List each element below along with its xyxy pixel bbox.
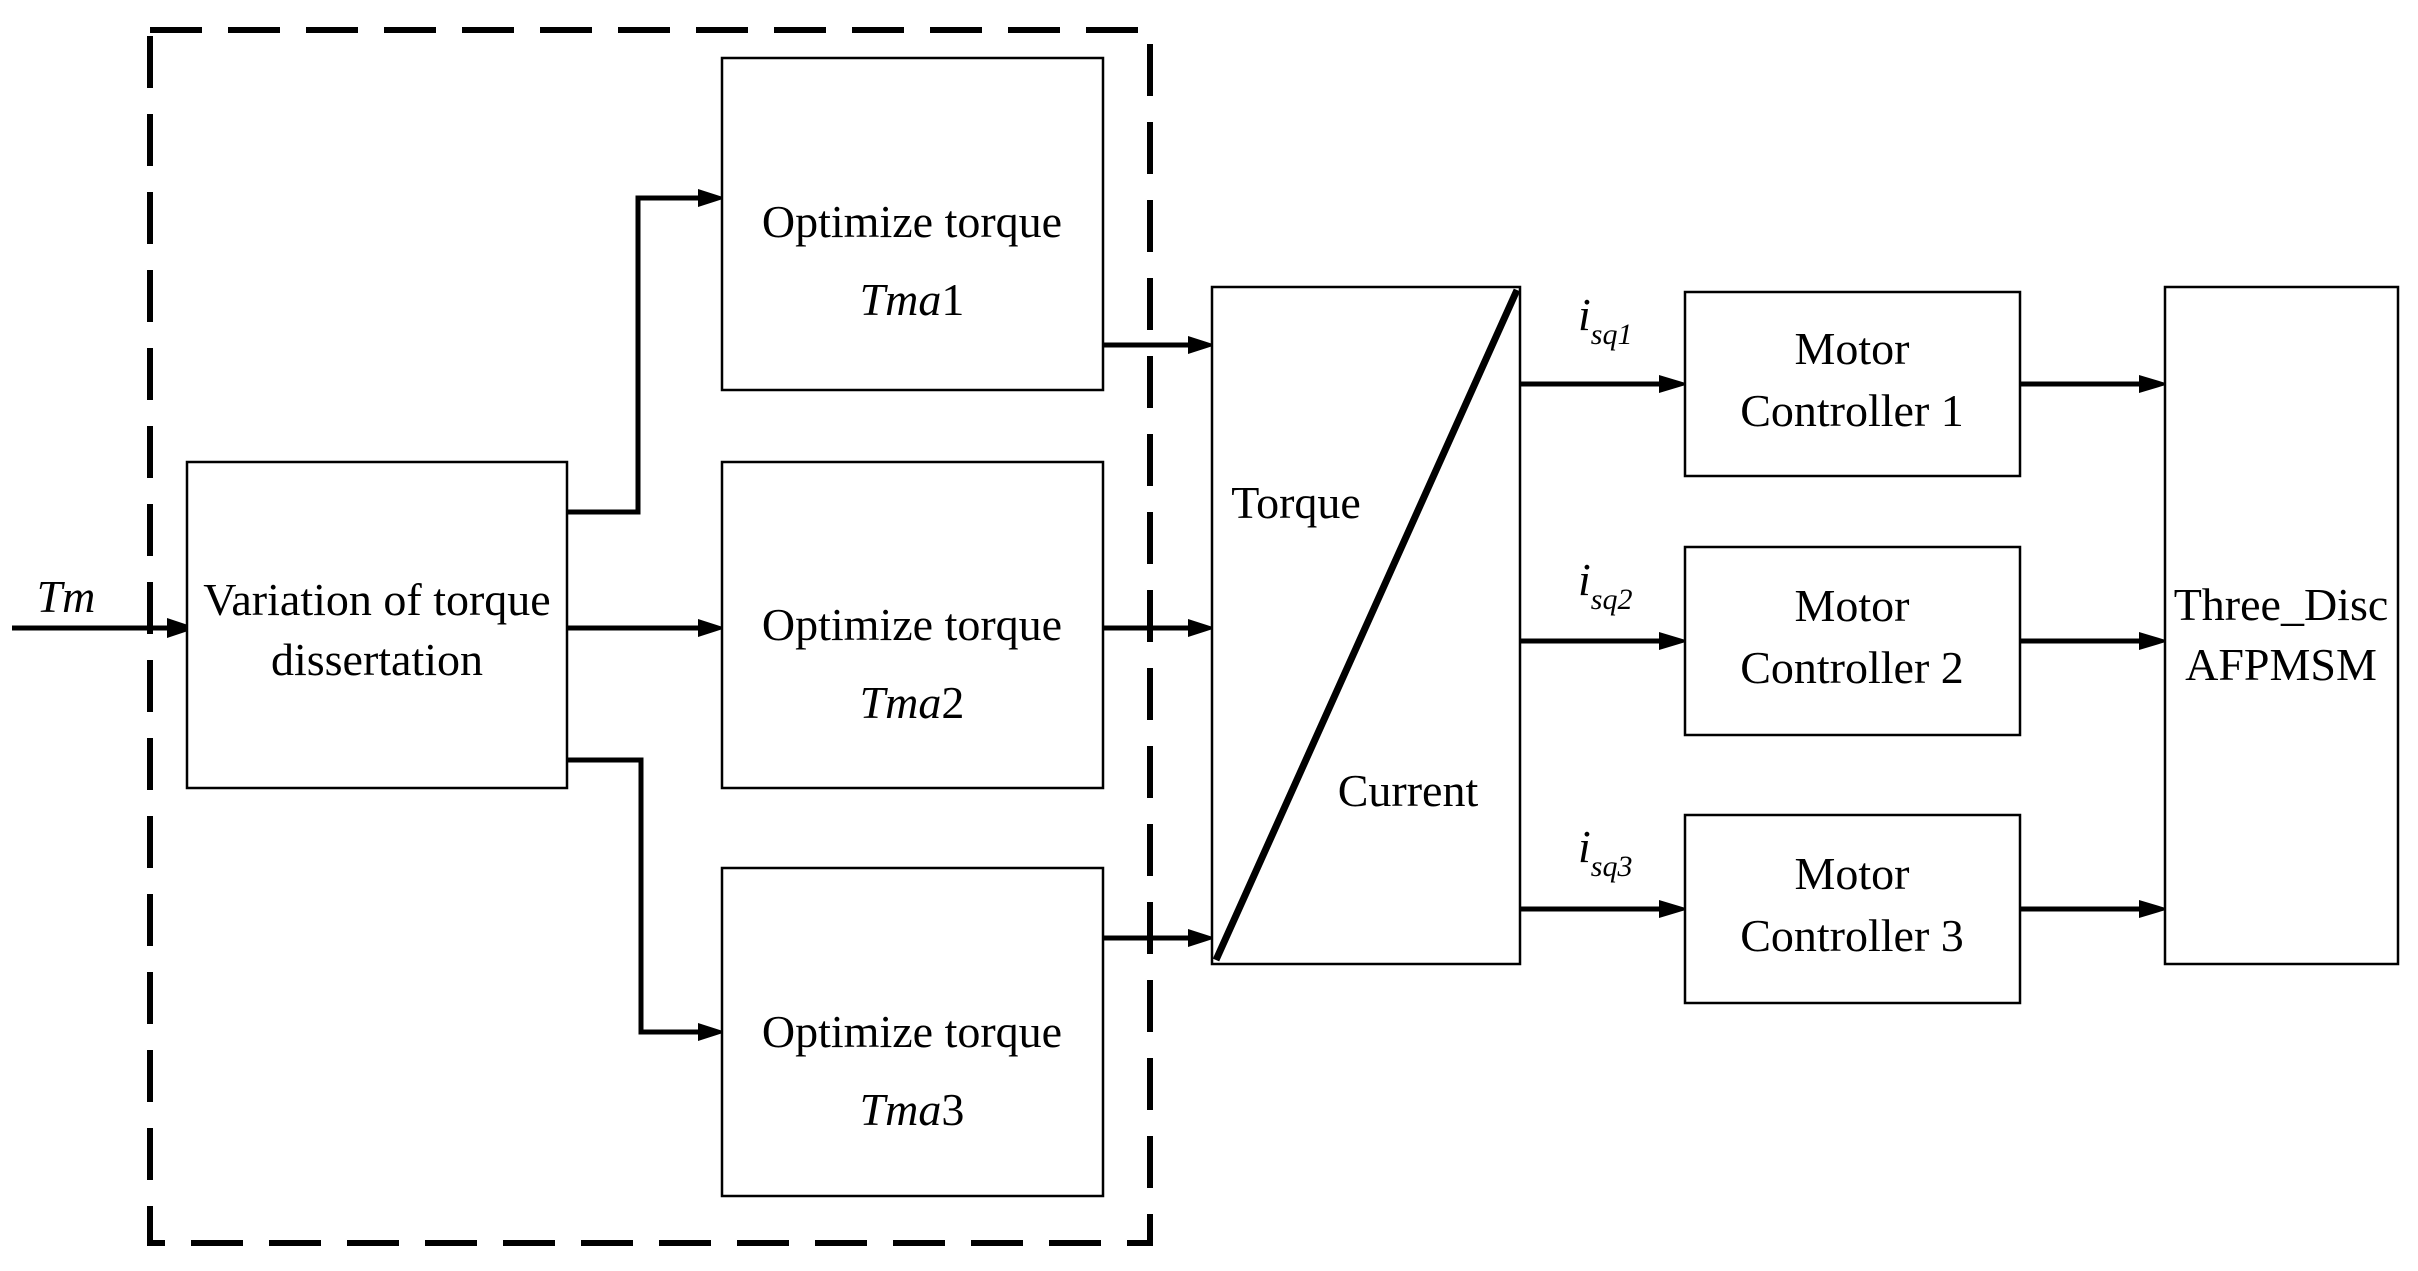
optimize1-variable: Tma1 xyxy=(860,274,965,325)
optimize3-var-prefix: Tma xyxy=(860,1084,942,1135)
isq3-prefix: i xyxy=(1578,821,1591,872)
controller3-label-line2: Controller 3 xyxy=(1740,910,1964,961)
arrowhead-converter-input3 xyxy=(1188,929,1216,947)
optimize2-variable: Tma2 xyxy=(860,677,965,728)
variation-label-line1: Variation of torque xyxy=(203,574,550,625)
optimize-torque-3-block xyxy=(720,866,1105,1198)
controller1-label-line1: Motor xyxy=(1795,323,1910,374)
motor-controller-3-block xyxy=(1683,813,2022,1005)
three-disc-afpmsm-block xyxy=(2163,285,2400,966)
motor-label-line1: Three_Disc xyxy=(2174,579,2389,630)
optimize2-var-num: 2 xyxy=(941,677,964,728)
arrowhead-motor-input1 xyxy=(2139,375,2169,393)
dashed-boundary-box xyxy=(147,27,1153,1246)
variation-label-line2: dissertation xyxy=(271,634,483,685)
motor-controller-1-block xyxy=(1683,290,2022,478)
arrowhead-optimize3-input xyxy=(698,1023,726,1041)
controller2-label-line2: Controller 2 xyxy=(1740,642,1964,693)
optimize1-title: Optimize torque xyxy=(762,196,1062,247)
arrowhead-motor-input2 xyxy=(2139,632,2169,650)
tm-input-label: Tm xyxy=(37,571,96,622)
optimize1-var-num: 1 xyxy=(941,274,964,325)
converter-torque-label: Torque xyxy=(1231,477,1361,528)
isq2-prefix: i xyxy=(1578,554,1591,605)
optimize2-title: Optimize torque xyxy=(762,599,1062,650)
motor-label-line2: AFPMSM xyxy=(2185,639,2377,690)
connector-variation-to-optimize1 xyxy=(567,195,700,515)
arrowhead-tm-input xyxy=(167,618,197,638)
optimize3-var-num: 3 xyxy=(941,1084,964,1135)
controller3-label-line1: Motor xyxy=(1795,848,1910,899)
isq2-subscript: sq2 xyxy=(1591,583,1633,616)
signal-isq3-label: isq3 xyxy=(1578,821,1632,883)
arrowhead-converter-input2 xyxy=(1188,619,1216,637)
torque-current-diagonal-line xyxy=(1212,288,1521,962)
optimize-torque-1-block xyxy=(720,56,1105,392)
arrowhead-converter-input1 xyxy=(1188,336,1216,354)
arrowhead-controller3-input xyxy=(1659,900,1689,918)
optimize2-var-prefix: Tma xyxy=(860,677,942,728)
arrowhead-optimize2-input xyxy=(698,619,726,637)
arrowhead-controller1-input xyxy=(1659,375,1689,393)
controller1-label-line2: Controller 1 xyxy=(1740,385,1964,436)
optimize1-var-prefix: Tma xyxy=(860,274,942,325)
converter-current-label: Current xyxy=(1338,765,1479,816)
optimize-torque-2-block xyxy=(720,460,1105,790)
variation-block xyxy=(185,460,569,790)
isq3-subscript: sq3 xyxy=(1591,850,1633,883)
motor-controller-2-block xyxy=(1683,545,2022,737)
arrowhead-controller2-input xyxy=(1659,632,1689,650)
controller2-label-line1: Motor xyxy=(1795,580,1910,631)
arrowhead-optimize1-input xyxy=(698,189,726,207)
signal-isq2-label: isq2 xyxy=(1578,554,1632,616)
connector-variation-to-optimize3 xyxy=(567,757,700,1035)
signal-isq1-label: isq1 xyxy=(1578,289,1632,351)
isq1-subscript: sq1 xyxy=(1591,318,1633,351)
isq1-prefix: i xyxy=(1578,289,1591,340)
optimize3-variable: Tma3 xyxy=(860,1084,965,1135)
arrowhead-motor-input3 xyxy=(2139,900,2169,918)
optimize3-title: Optimize torque xyxy=(762,1006,1062,1057)
